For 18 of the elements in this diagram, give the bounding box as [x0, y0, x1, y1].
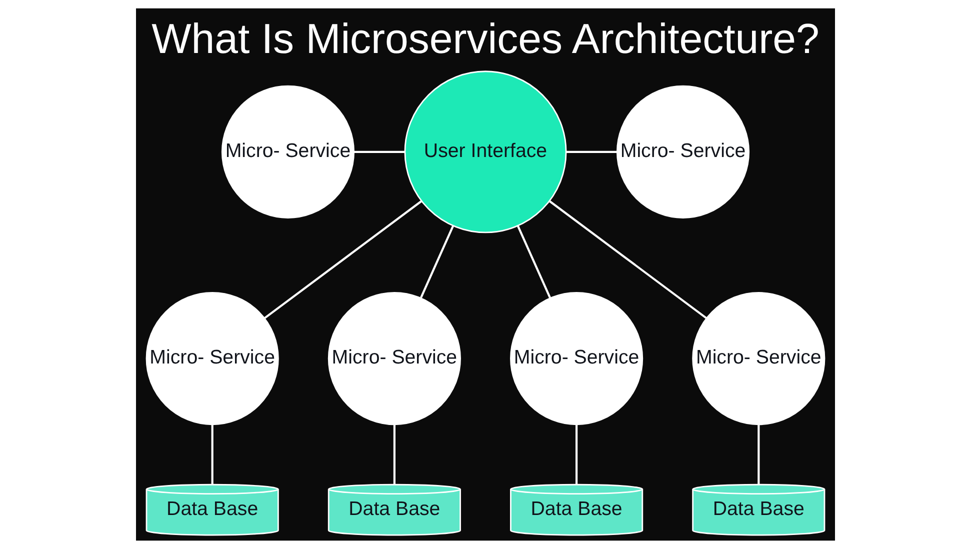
node-circle: Micro- Service [327, 292, 460, 426]
diagram-title: What Is Microservices Architecture? [151, 15, 819, 62]
connector [263, 200, 422, 320]
node-circle: Micro- Service [220, 85, 354, 218]
node-circle: Micro- Service [692, 292, 825, 426]
node-circle: Micro- Service [145, 292, 278, 426]
connector [548, 200, 707, 320]
connector [575, 424, 578, 484]
connector [566, 150, 616, 153]
connector [392, 424, 395, 484]
connector [210, 424, 213, 484]
connector [353, 150, 404, 153]
connector [757, 424, 760, 484]
node-circle: Micro- Service [510, 292, 643, 426]
node-circle: User Interface [404, 70, 566, 234]
connector [516, 225, 550, 298]
connector [420, 225, 454, 298]
node-circle: Micro- Service [616, 85, 750, 218]
